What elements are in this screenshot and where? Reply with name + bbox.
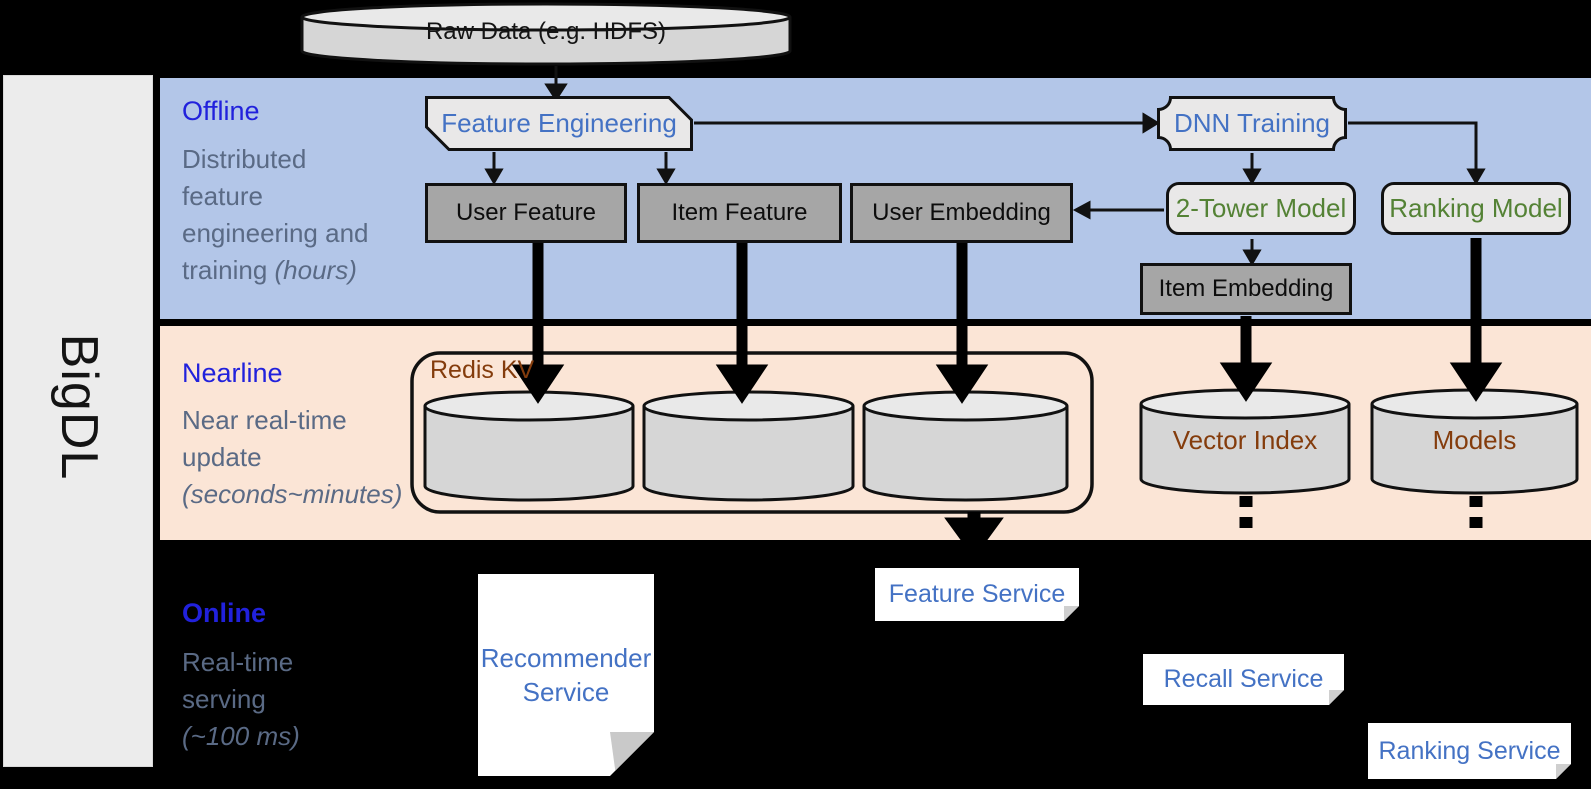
redis-cylinder-2	[642, 390, 855, 502]
redis-kv-label: Redis KV	[430, 356, 535, 384]
ranking-model-node: Ranking Model	[1381, 182, 1571, 235]
dnn-training-node: DNN Training	[1157, 96, 1347, 151]
ranking-service-label: Ranking Service	[1378, 736, 1561, 765]
online-heading: Online	[182, 598, 267, 628]
feature-engineering-shape	[425, 96, 693, 151]
models-cylinder	[1370, 388, 1579, 495]
recommender-service-label: Recommender Service	[480, 643, 652, 707]
user-embedding-label: User Embedding	[872, 199, 1051, 226]
user-feature-label: User Feature	[455, 199, 597, 226]
feature-engineering-label: Feature Engineering	[441, 108, 677, 138]
models-label: Models	[1432, 424, 1517, 455]
online-description: Real-time serving (~100 ms)	[182, 647, 300, 751]
raw-data-cylinder-shape	[300, 2, 792, 66]
user-embedding-node: User Embedding	[850, 183, 1073, 243]
item-embedding-label: Item Embedding	[1158, 275, 1334, 302]
offline-description: Distributed feature engineering and trai…	[182, 144, 369, 285]
bigdl-sidebar: BigDL	[3, 75, 153, 767]
dnn-training-label: DNN Training	[1173, 108, 1331, 138]
item-feature-node: Item Feature	[637, 183, 842, 243]
ranking-model-label: Ranking Model	[1389, 193, 1563, 223]
raw-data-label: Raw Data (e.g. HDFS)	[425, 18, 667, 45]
dnn-training-shape	[1157, 96, 1347, 151]
recommender-service-card: Recommender Service	[478, 574, 654, 776]
feature-service-card: Feature Service	[875, 568, 1079, 621]
item-embedding-node: Item Embedding	[1140, 263, 1352, 315]
item-feature-label: Item Feature	[671, 199, 808, 226]
redis-cylinder-3	[862, 390, 1069, 502]
two-tower-model-label: 2-Tower Model	[1175, 193, 1347, 223]
nearline-description: Near real-time update (seconds~minutes)	[182, 405, 403, 509]
recall-service-label: Recall Service	[1163, 665, 1324, 693]
arrow-dnn-to-rankingmodel	[1348, 121, 1478, 171]
vector-index-cylinder	[1139, 388, 1351, 495]
redis-cylinder-1	[423, 390, 635, 502]
ranking-service-card: Ranking Service	[1368, 723, 1571, 779]
nearline-heading: Nearline	[182, 358, 283, 388]
redis-kv-container	[410, 351, 1094, 514]
feature-engineering-node: Feature Engineering	[425, 96, 693, 151]
user-feature-node: User Feature	[425, 183, 627, 243]
recall-service-card: Recall Service	[1143, 654, 1344, 705]
vector-index-label: Vector Index	[1172, 424, 1318, 455]
offline-heading: Offline	[182, 96, 260, 126]
feature-service-label: Feature Service	[888, 580, 1066, 608]
two-tower-model-node: 2-Tower Model	[1166, 182, 1356, 235]
